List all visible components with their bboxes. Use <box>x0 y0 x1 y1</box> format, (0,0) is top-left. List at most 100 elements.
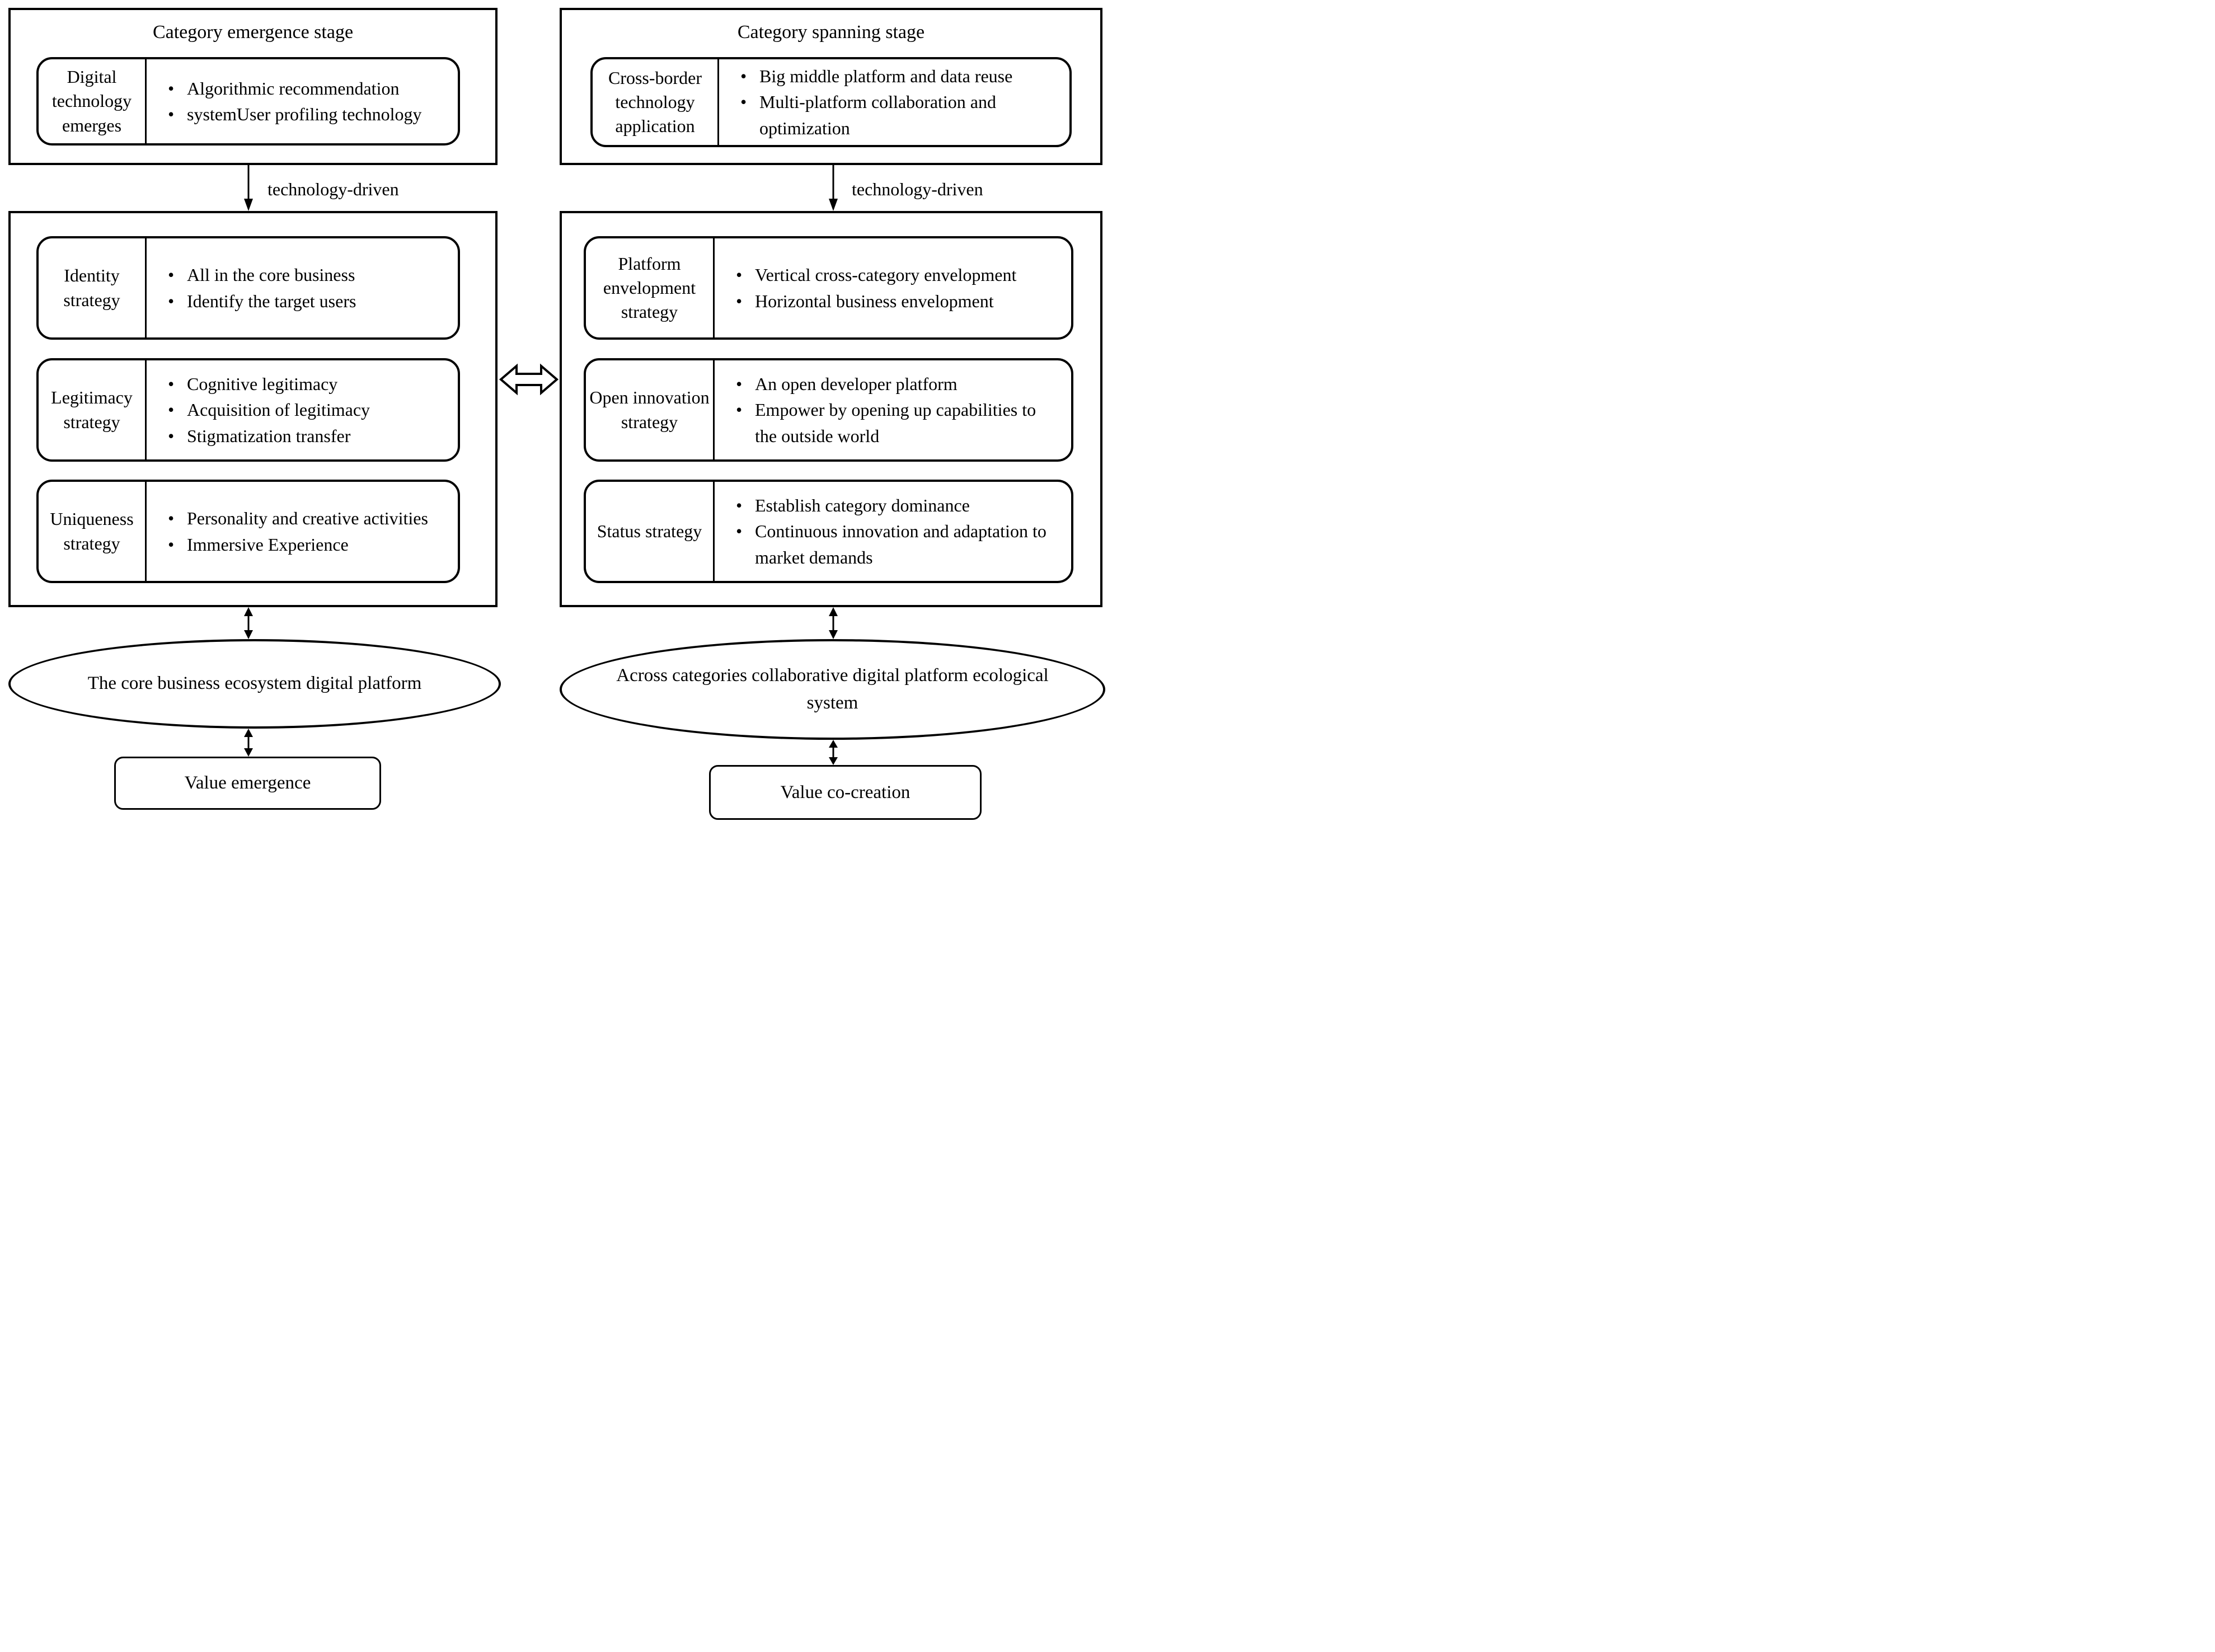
arrow-head-down <box>244 199 253 211</box>
across-categories-ellipse-text: Across categories collaborative digital … <box>616 665 1049 714</box>
bullet-text: systemUser profiling technology <box>187 104 422 124</box>
bullet-item: • Cognitive legitimacy <box>168 371 448 397</box>
cross-border-bullets: • Big middle platform and data reuse • M… <box>719 59 1069 145</box>
digital-technology-label: Digital technology emerges <box>39 59 147 143</box>
bullet-text: Acquisition of legitimacy <box>187 400 370 420</box>
across-categories-ellipse: Across categories collaborative digital … <box>560 639 1105 740</box>
identity-strategy-label: Identity strategy <box>39 238 147 337</box>
identity-strategy-card: Identity strategy • All in the core busi… <box>36 236 460 340</box>
bullet-dot: • <box>168 78 175 98</box>
bullet-text: Vertical cross-category envelopment <box>755 265 1017 285</box>
technology-driven-label-left: technology-driven <box>268 179 399 199</box>
status-strategy-bullets: • Establish category dominance • Continu… <box>715 482 1071 581</box>
bullet-text: Cognitive legitimacy <box>187 373 338 394</box>
platform-envelopment-label: Platform envelopment strategy <box>586 238 715 337</box>
cross-border-card: Cross-border technology application • Bi… <box>590 57 1072 147</box>
bullet-dot: • <box>168 400 175 420</box>
bullet-text: Stigmatization transfer <box>187 425 351 446</box>
bullet-text: Establish category dominance <box>755 495 970 515</box>
value-co-creation-text: Value co-creation <box>780 782 911 802</box>
arrow-head-down <box>829 630 838 639</box>
value-co-creation-box: Value co-creation <box>709 765 982 820</box>
arrow-head-down <box>829 757 838 765</box>
status-strategy-label: Status strategy <box>586 482 715 581</box>
bullet-item: • Acquisition of legitimacy <box>168 397 448 423</box>
bullet-dot: • <box>736 373 743 394</box>
uniqueness-strategy-card: Uniqueness strategy • Personality and cr… <box>36 480 460 583</box>
core-platform-ellipse-text: The core business ecosystem digital plat… <box>87 673 422 694</box>
technology-driven-label-right: technology-driven <box>852 179 983 199</box>
bullet-dot: • <box>168 534 175 555</box>
bullet-text: Multi-platform collaboration and optimiz… <box>759 92 996 138</box>
bullet-item: • Big middle platform and data reuse <box>740 63 1059 89</box>
bullet-item: • Continuous innovation and adaptation t… <box>736 518 1061 570</box>
value-emergence-box: Value emergence <box>114 757 381 810</box>
bullet-dot: • <box>736 495 743 515</box>
bullet-item: • All in the core business <box>168 262 448 288</box>
arrow-head-down <box>244 630 253 639</box>
double-arrow-left-2 <box>244 729 253 757</box>
bullet-text: Continuous innovation and adaptation to … <box>755 521 1047 567</box>
bullet-item: • Identify the target users <box>168 288 448 314</box>
identity-strategy-bullets: • All in the core business • Identify th… <box>147 238 458 337</box>
bullet-dot: • <box>736 265 743 285</box>
spanning-stage-title: Category spanning stage <box>737 22 925 43</box>
horizontal-double-arrow <box>499 363 559 396</box>
double-arrow-right-1 <box>829 607 838 639</box>
emergence-stage-title: Category emergence stage <box>152 22 354 43</box>
bullet-item: • Horizontal business envelopment <box>736 288 1061 314</box>
arrow-head-up <box>829 607 838 616</box>
down-arrow-left <box>244 165 253 211</box>
uniqueness-strategy-label: Uniqueness strategy <box>39 482 147 581</box>
bullet-item: • Establish category dominance <box>736 492 1061 518</box>
open-innovation-label: Open innovation strategy <box>586 360 715 459</box>
diagram-canvas: Category emergence stage Digital technol… <box>0 0 1108 826</box>
core-platform-ellipse: The core business ecosystem digital plat… <box>8 639 501 729</box>
digital-technology-card: Digital technology emerges • Algorithmic… <box>36 57 460 146</box>
arrow-head-up <box>829 740 838 748</box>
bullet-dot: • <box>168 290 175 311</box>
bullet-dot: • <box>736 400 743 420</box>
legitimacy-strategy-card: Legitimacy strategy • Cognitive legitima… <box>36 358 460 462</box>
bullet-dot: • <box>740 65 747 86</box>
digital-technology-bullets: • Algorithmic recommendation • systemUse… <box>147 59 458 143</box>
bullet-dot: • <box>168 265 175 285</box>
bullet-dot: • <box>736 290 743 311</box>
bullet-text: Horizontal business envelopment <box>755 290 994 311</box>
bullet-dot: • <box>168 104 175 124</box>
bullet-item: • systemUser profiling technology <box>168 101 448 127</box>
bullet-text: Immersive Experience <box>187 534 349 555</box>
bullet-text: Identify the target users <box>187 290 356 311</box>
status-strategy-card: Status strategy • Establish category dom… <box>584 480 1073 583</box>
arrow-head-up <box>244 729 253 737</box>
bullet-item: • Immersive Experience <box>168 532 448 557</box>
bullet-text: Empower by opening up capabilities to th… <box>755 400 1036 446</box>
platform-envelopment-bullets: • Vertical cross-category envelopment • … <box>715 238 1071 337</box>
bullet-item: • Personality and creative activities <box>168 505 448 531</box>
legitimacy-strategy-label: Legitimacy strategy <box>39 360 147 459</box>
bullet-text: Algorithmic recommendation <box>187 78 400 98</box>
arrow-head-down <box>829 199 838 211</box>
bullet-text: All in the core business <box>187 265 355 285</box>
bullet-item: • An open developer platform <box>736 371 1061 397</box>
bullet-item: • Vertical cross-category envelopment <box>736 262 1061 288</box>
bullet-text: An open developer platform <box>755 373 958 394</box>
value-emergence-text: Value emergence <box>184 773 311 793</box>
double-arrow-right-2 <box>829 740 838 765</box>
open-innovation-bullets: • An open developer platform • Empower b… <box>715 360 1071 459</box>
double-arrow-outline <box>499 363 559 396</box>
platform-envelopment-card: Platform envelopment strategy • Vertical… <box>584 236 1073 340</box>
double-arrow-left-1 <box>244 607 253 639</box>
arrow-head-down <box>244 748 253 757</box>
legitimacy-strategy-bullets: • Cognitive legitimacy • Acquisition of … <box>147 360 458 459</box>
bullet-item: • Algorithmic recommendation <box>168 76 448 101</box>
bullet-item: • Stigmatization transfer <box>168 423 448 449</box>
bullet-item: • Empower by opening up capabilities to … <box>736 397 1061 449</box>
bullet-dot: • <box>168 373 175 394</box>
open-innovation-card: Open innovation strategy • An open devel… <box>584 358 1073 462</box>
bullet-dot: • <box>168 425 175 446</box>
bullet-dot: • <box>736 521 743 542</box>
down-arrow-right <box>829 165 838 211</box>
cross-border-label: Cross-border technology application <box>593 59 719 145</box>
arrow-head-up <box>244 607 253 616</box>
